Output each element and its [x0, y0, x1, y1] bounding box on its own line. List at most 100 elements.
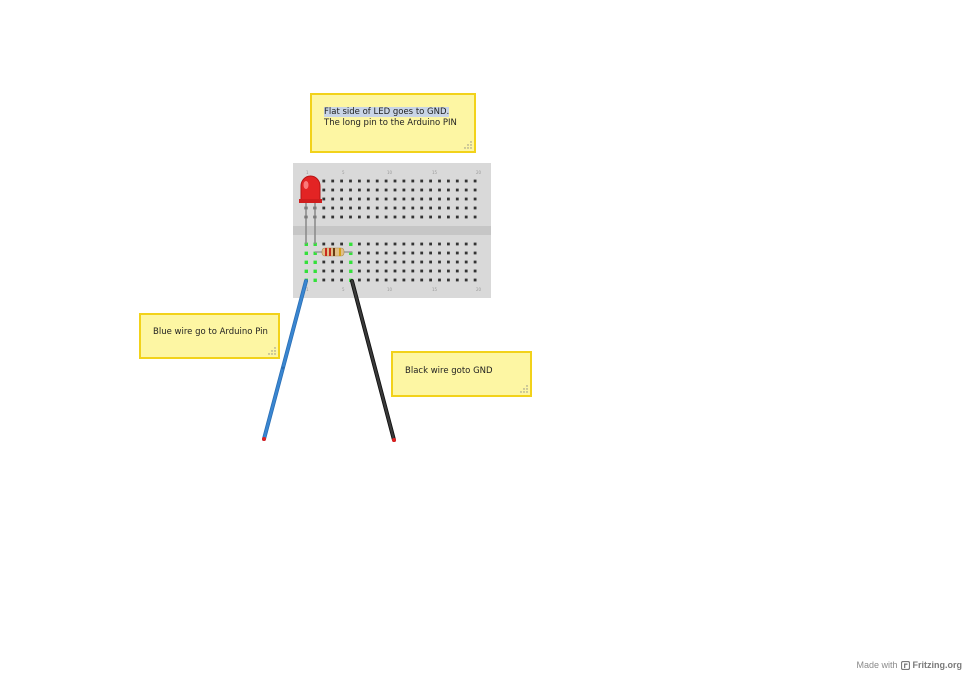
breadboard-hole[interactable] — [366, 188, 370, 192]
breadboard-hole[interactable] — [375, 179, 379, 183]
breadboard-hole[interactable] — [393, 215, 397, 219]
fritzing-brand-link[interactable]: Fritzing.org — [912, 660, 963, 670]
breadboard-hole[interactable] — [393, 206, 397, 210]
breadboard-hole[interactable] — [473, 188, 477, 192]
breadboard-hole[interactable] — [331, 188, 335, 192]
breadboard-hole-connected[interactable] — [313, 242, 317, 246]
breadboard-hole[interactable] — [455, 260, 459, 264]
breadboard-hole[interactable] — [438, 278, 441, 282]
breadboard-hole-connected[interactable] — [313, 260, 317, 264]
breadboard-hole[interactable] — [402, 278, 406, 282]
breadboard-hole[interactable] — [366, 197, 370, 201]
breadboard-hole[interactable] — [429, 242, 432, 246]
breadboard-hole[interactable] — [455, 188, 459, 192]
breadboard-hole[interactable] — [322, 260, 326, 264]
breadboard-hole-connected[interactable] — [304, 260, 308, 264]
breadboard-hole[interactable] — [331, 260, 335, 264]
breadboard-hole[interactable] — [393, 278, 397, 282]
breadboard-hole[interactable] — [375, 269, 379, 273]
breadboard-hole[interactable] — [438, 260, 441, 264]
breadboard-hole-connected[interactable] — [313, 269, 317, 273]
breadboard-hole[interactable] — [375, 251, 379, 255]
breadboard-hole[interactable] — [340, 260, 343, 264]
breadboard-hole[interactable] — [322, 197, 326, 201]
breadboard-hole[interactable] — [411, 197, 415, 201]
resize-grip-icon[interactable] — [520, 385, 528, 393]
breadboard-hole[interactable] — [420, 278, 424, 282]
breadboard-hole-connected[interactable] — [349, 242, 353, 246]
breadboard-hole[interactable] — [384, 215, 388, 219]
breadboard-hole[interactable] — [447, 179, 450, 183]
breadboard-hole[interactable] — [473, 260, 477, 264]
breadboard-hole[interactable] — [438, 179, 441, 183]
breadboard-hole[interactable] — [384, 260, 388, 264]
breadboard-hole[interactable] — [331, 215, 335, 219]
breadboard-hole[interactable] — [420, 260, 424, 264]
breadboard-hole[interactable] — [438, 188, 441, 192]
breadboard-hole[interactable] — [447, 197, 450, 201]
breadboard-hole[interactable] — [384, 278, 388, 282]
breadboard-hole[interactable] — [429, 251, 432, 255]
breadboard-hole[interactable] — [420, 251, 424, 255]
breadboard-hole[interactable] — [358, 260, 361, 264]
resistor[interactable] — [315, 247, 352, 257]
breadboard-hole[interactable] — [411, 260, 415, 264]
breadboard-hole[interactable] — [375, 197, 379, 201]
breadboard-hole[interactable] — [420, 179, 424, 183]
breadboard-hole[interactable] — [375, 278, 379, 282]
breadboard-hole[interactable] — [375, 260, 379, 264]
breadboard-hole[interactable] — [340, 215, 343, 219]
breadboard-hole[interactable] — [358, 269, 361, 273]
breadboard-hole[interactable] — [340, 188, 343, 192]
breadboard-hole[interactable] — [349, 188, 352, 192]
breadboard-hole[interactable] — [447, 269, 450, 273]
breadboard-hole[interactable] — [447, 278, 450, 282]
breadboard-hole[interactable] — [384, 179, 388, 183]
breadboard-hole[interactable] — [340, 197, 343, 201]
breadboard-hole[interactable] — [358, 179, 361, 183]
breadboard-hole[interactable] — [358, 206, 361, 210]
breadboard-hole[interactable] — [331, 278, 335, 282]
breadboard-hole[interactable] — [420, 206, 424, 210]
breadboard-hole[interactable] — [402, 188, 406, 192]
breadboard-hole[interactable] — [393, 188, 397, 192]
breadboard-hole[interactable] — [455, 215, 459, 219]
breadboard-hole[interactable] — [340, 242, 343, 246]
breadboard-hole[interactable] — [384, 269, 388, 273]
breadboard-hole[interactable] — [429, 278, 432, 282]
breadboard-hole[interactable] — [349, 206, 352, 210]
breadboard-hole[interactable] — [393, 179, 397, 183]
resize-grip-icon[interactable] — [268, 347, 276, 355]
breadboard-hole[interactable] — [464, 179, 468, 183]
breadboard-hole[interactable] — [455, 278, 459, 282]
note-led-orientation[interactable]: Flat side of LED goes to GND. The long p… — [310, 93, 476, 153]
breadboard-hole[interactable] — [447, 251, 450, 255]
breadboard-hole[interactable] — [366, 179, 370, 183]
breadboard-hole[interactable] — [473, 215, 477, 219]
breadboard-hole[interactable] — [322, 188, 326, 192]
breadboard-hole[interactable] — [322, 215, 326, 219]
breadboard-hole[interactable] — [411, 188, 415, 192]
breadboard-hole[interactable] — [429, 260, 432, 264]
breadboard-hole[interactable] — [473, 179, 477, 183]
blue-wire[interactable] — [262, 279, 308, 441]
breadboard-hole[interactable] — [375, 188, 379, 192]
breadboard-hole[interactable] — [447, 242, 450, 246]
breadboard-hole[interactable] — [340, 278, 343, 282]
breadboard-hole[interactable] — [411, 206, 415, 210]
breadboard-hole[interactable] — [340, 206, 343, 210]
breadboard-hole[interactable] — [366, 269, 370, 273]
breadboard-hole[interactable] — [331, 197, 335, 201]
breadboard-hole[interactable] — [375, 242, 379, 246]
breadboard-hole[interactable] — [358, 251, 361, 255]
breadboard-hole[interactable] — [331, 179, 335, 183]
breadboard-hole[interactable] — [455, 197, 459, 201]
breadboard-hole[interactable] — [464, 251, 468, 255]
breadboard-hole[interactable] — [464, 215, 468, 219]
breadboard-hole[interactable] — [438, 215, 441, 219]
breadboard-hole[interactable] — [375, 206, 379, 210]
breadboard-hole[interactable] — [384, 242, 388, 246]
breadboard-hole[interactable] — [429, 215, 432, 219]
breadboard-hole[interactable] — [473, 197, 477, 201]
breadboard-hole[interactable] — [411, 269, 415, 273]
